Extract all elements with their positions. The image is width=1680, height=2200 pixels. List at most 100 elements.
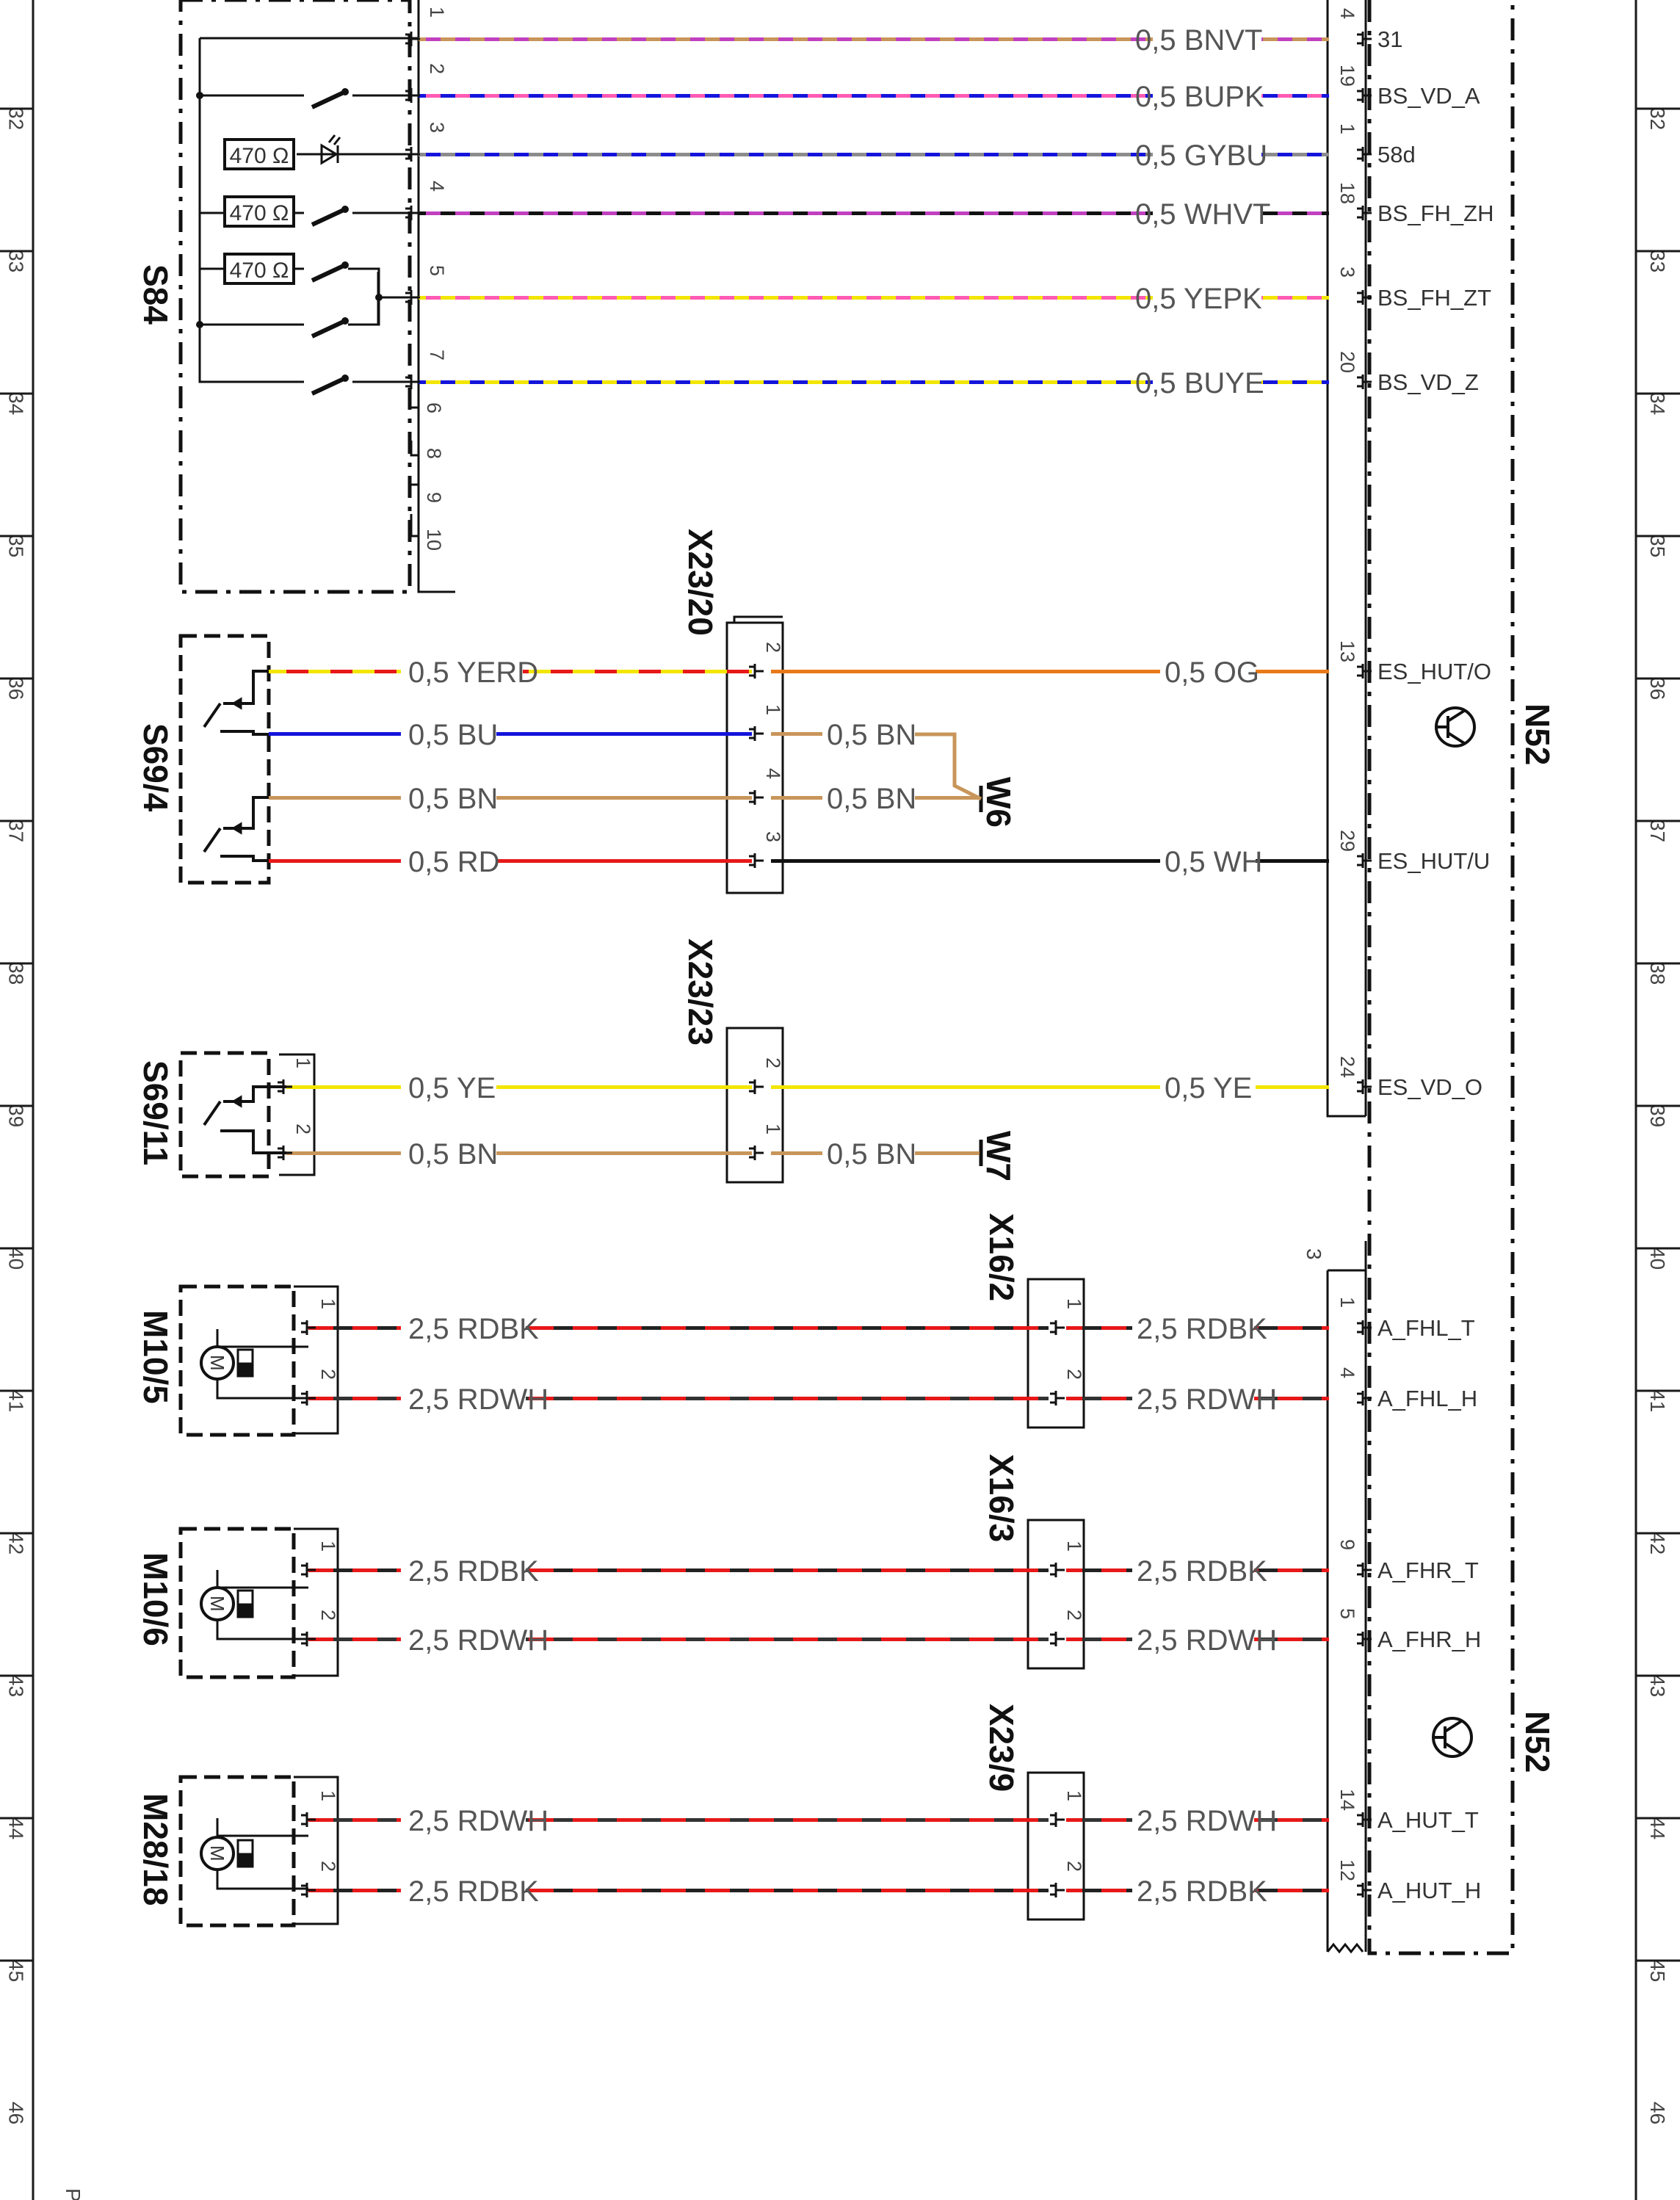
wire-label-left: 2,5 RDBK (408, 1875, 539, 1908)
n52-signal-name: A_HUT_T (1377, 1807, 1479, 1833)
pin-number: 12 (1336, 1859, 1358, 1881)
wire-w3[interactable]: 0,5 GYBU (419, 140, 1329, 172)
grid-row-number: 40 (1646, 1247, 1669, 1270)
wire-w6[interactable]: 0,5 BUYE (419, 367, 1329, 399)
pin-terminal (1050, 1632, 1065, 1646)
pin-number: 2 (317, 1369, 339, 1380)
wire-label-left: 2,5 RDWH (408, 1624, 548, 1657)
grid-row-number: 36 (1646, 677, 1669, 700)
wire-label-left: 2,5 RDBK (408, 1555, 539, 1588)
wire-w18[interactable]: 2,5 RDBK 2,5 RDBK (308, 1875, 1329, 1908)
pin-number: 2 (1063, 1610, 1085, 1621)
pin-terminal (749, 1146, 764, 1160)
pin-terminal (1050, 1883, 1065, 1897)
pin-number: 1 (317, 1541, 339, 1552)
n52-signal-name: BS_FH_ZT (1377, 285, 1491, 311)
grid-row-number: 43 (1646, 1674, 1669, 1697)
s84-junction-dots (196, 88, 383, 382)
pin-number: 1 (762, 704, 784, 715)
pin-terminal (1050, 1320, 1065, 1335)
pin-terminal (1357, 206, 1372, 220)
m10-6-label: M10/6 (137, 1552, 175, 1646)
wire-w12[interactable]: 0,5 BN 0,5 BN (286, 1138, 980, 1170)
wire-w13[interactable]: 2,5 RDBK 2,5 RDBK (308, 1313, 1329, 1345)
wire-w15[interactable]: 2,5 RDBK 2,5 RDBK (308, 1555, 1329, 1588)
n52-signal-name: A_FHR_T (1377, 1557, 1479, 1583)
s84-label: S84 (137, 264, 175, 325)
pin-number: 3 (426, 122, 448, 133)
wire-label: 0,5 BUPK (1135, 81, 1264, 113)
svg-text:470 Ω: 470 Ω (230, 144, 289, 168)
grid-row-number: 32 (1646, 107, 1669, 130)
pin-number: 4 (426, 181, 448, 192)
wire-label: 0,5 BN (827, 719, 916, 751)
wire-label: 0,5 BNVT (1135, 24, 1262, 57)
pin-terminal (1357, 664, 1372, 679)
wire-label: 2,5 RDBK (1137, 1875, 1267, 1908)
wire-w5[interactable]: 0,5 YEPK (419, 283, 1329, 315)
svg-text:470 Ω: 470 Ω (230, 201, 289, 225)
n52-signal-name: ES_HUT/U (1377, 848, 1490, 874)
pin-terminal (405, 290, 420, 305)
wire-label: 0,5 WH (1165, 846, 1262, 878)
grid-row-number: 34 (1646, 392, 1669, 415)
pin-terminal (1357, 1320, 1372, 1335)
pin-number: 18 (1336, 182, 1358, 204)
pin-number: 1 (317, 1790, 339, 1801)
x16-3-label: X16/3 (982, 1454, 1021, 1542)
wire-label: 2,5 RDWH (1137, 1383, 1277, 1416)
grid-row-number: 39 (5, 1104, 28, 1127)
wire-w11[interactable]: 0,5 YE 0,5 YE (286, 1072, 1329, 1104)
wire-w4[interactable]: 0,5 WHVT (419, 198, 1329, 231)
pin-terminal (1357, 1563, 1372, 1577)
pin-terminal (1357, 1632, 1372, 1646)
n52-signal-name: A_FHL_H (1377, 1386, 1477, 1411)
pin-terminal (1357, 1812, 1372, 1827)
wire-label: 2,5 RDBK (1137, 1555, 1267, 1588)
pin-terminal (301, 1320, 316, 1335)
pin-number: 1 (317, 1298, 339, 1309)
n52-signal-name: A_HUT_H (1377, 1878, 1481, 1903)
wire-w1[interactable]: 0,5 BNVT (419, 24, 1329, 57)
grid-row-number: 37 (5, 819, 28, 842)
pin-number: 2 (1063, 1369, 1085, 1380)
motor-symbol-m28-18: M (206, 1845, 228, 1861)
wire-w8[interactable]: 0,5 BU 0,5 BN (269, 719, 982, 801)
pin-number: 4 (762, 768, 784, 779)
pin-terminal (1357, 853, 1372, 868)
svg-text:10: 10 (423, 529, 445, 551)
x16-2-label: X16/2 (982, 1213, 1021, 1301)
wire-w10[interactable]: 0,5 RD 0,5 WH (269, 846, 1329, 878)
n52-label-bottom: N52 (1518, 1711, 1557, 1773)
pin-number: 29 (1336, 830, 1358, 852)
x23-9-connector (1027, 1771, 1085, 1921)
grid-row-number: 33 (1646, 250, 1669, 272)
grid-row-number: 32 (5, 107, 28, 130)
s84-switches (311, 90, 347, 396)
s84-switch-block (178, 0, 455, 594)
motor-symbol-m10-6: M (206, 1596, 228, 1612)
resistor-icon: 470 Ω (223, 253, 295, 285)
pin-number: 1 (426, 7, 448, 18)
wire-w17[interactable]: 2,5 RDWH 2,5 RDWH (308, 1805, 1329, 1837)
wire-label-left: 0,5 RD (408, 846, 500, 878)
wire-w14[interactable]: 2,5 RDWH 2,5 RDWH (308, 1383, 1329, 1416)
wire-w7[interactable]: 0,5 YERD 0,5 OG (269, 656, 1329, 689)
pin-terminal (301, 1812, 316, 1827)
x23-23-connector (725, 1027, 784, 1184)
wire-label: 0,5 OG (1165, 656, 1259, 689)
n52-signal-name: BS_VD_A (1377, 83, 1480, 109)
wire-w9[interactable]: 0,5 BN 0,5 BN (269, 783, 980, 815)
pin-number: 2 (426, 63, 448, 74)
page-border (32, 0, 1637, 2200)
w6-label: W6 (980, 777, 1018, 828)
pin-number: 1 (1336, 1297, 1358, 1308)
pin-number: 1 (1063, 1298, 1085, 1309)
wire-w16[interactable]: 2,5 RDWH 2,5 RDWH (308, 1624, 1329, 1657)
resistor-icon: 470 Ω (223, 195, 295, 228)
motor-symbol-m10-5: M (206, 1355, 228, 1371)
svg-text:6: 6 (423, 402, 445, 413)
grid-row-number: 39 (1646, 1104, 1669, 1127)
pin-terminal (301, 1883, 316, 1897)
wire-w2[interactable]: 0,5 BUPK (419, 81, 1329, 113)
